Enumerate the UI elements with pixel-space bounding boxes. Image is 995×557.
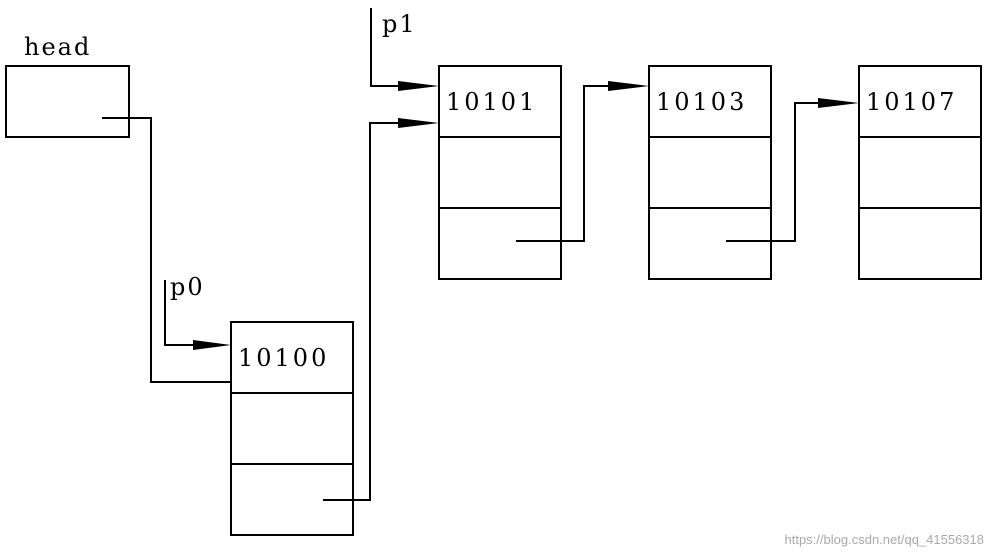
- node-10103-next-arrowhead: [818, 98, 859, 108]
- node-10101-next-link: [516, 85, 615, 242]
- p0-label: p0: [170, 273, 205, 301]
- node-10101-next-arrowhead: [608, 81, 649, 91]
- p1-pointer: p1: [370, 8, 439, 91]
- head-to-node-10100-link: [102, 117, 231, 383]
- node-10100-next-arrowhead: [398, 118, 439, 128]
- node-10103: 10103: [648, 65, 772, 280]
- node-10103-number: 10103: [656, 88, 747, 116]
- p0-pointer: p0: [164, 273, 231, 350]
- node-10101-frame: [438, 65, 562, 280]
- p0-arrow-line: [164, 280, 200, 346]
- node-10103-frame: [648, 65, 772, 280]
- node-10100: 10100: [230, 321, 354, 536]
- node-10100-frame: [230, 321, 354, 536]
- head-box: [5, 65, 130, 138]
- p1-arrow-line: [370, 8, 405, 87]
- head-label: head: [24, 33, 91, 61]
- node-10101-number: 10101: [446, 88, 537, 116]
- node-10100-next-link: [323, 122, 405, 501]
- node-10107: 10107: [858, 65, 982, 280]
- node-10101: 10101: [438, 65, 562, 280]
- p0-arrowhead: [193, 340, 231, 350]
- watermark-text: https://blog.csdn.net/qq_41556318: [785, 532, 985, 547]
- head-pointer: head: [5, 33, 130, 138]
- p1-arrowhead: [398, 81, 439, 91]
- node-10107-frame: [858, 65, 982, 280]
- node-10107-number: 10107: [866, 88, 957, 116]
- p1-label: p1: [382, 10, 417, 38]
- node-10103-next-link: [726, 102, 825, 242]
- node-10100-number: 10100: [238, 344, 329, 372]
